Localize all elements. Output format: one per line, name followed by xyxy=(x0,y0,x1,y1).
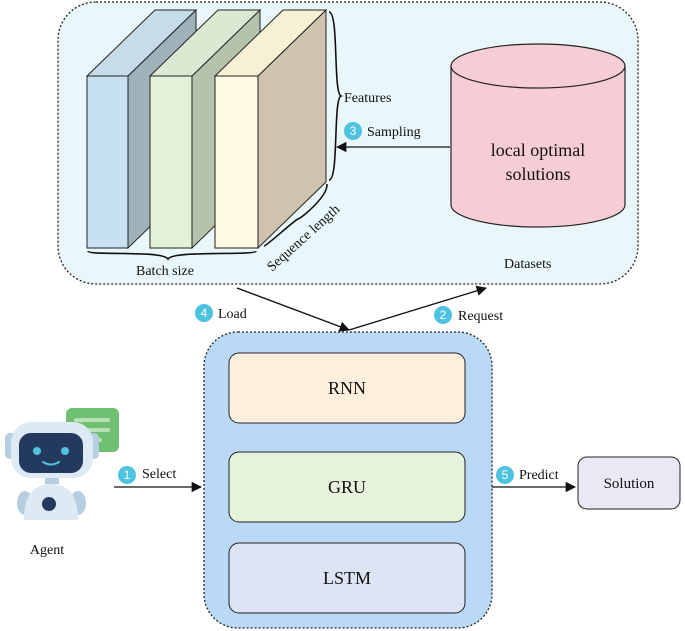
cylinder-top xyxy=(450,43,626,89)
rnn-box[interactable] xyxy=(228,352,466,424)
gru-label: GRU xyxy=(328,477,366,497)
step-5-label: Predict xyxy=(519,468,559,483)
robot-icon xyxy=(5,408,119,520)
load-arrow xyxy=(236,287,350,332)
step-2-number: 2 xyxy=(440,308,447,322)
slab-yellow-front xyxy=(214,75,259,249)
step-4-label: Load xyxy=(218,307,247,322)
batch-size-brace xyxy=(87,250,257,261)
request-arrow xyxy=(348,285,487,331)
features-label: Features xyxy=(344,91,391,106)
slab-green-front xyxy=(149,75,193,249)
step-3-number: 3 xyxy=(350,124,357,138)
solution-box[interactable] xyxy=(577,456,681,510)
cylinder-text-line1: local optimal xyxy=(491,140,585,160)
step-3-label: Sampling xyxy=(367,125,421,140)
step-3-badge xyxy=(344,122,362,140)
step-2-badge xyxy=(434,306,452,324)
step-2-label: Request xyxy=(458,309,503,324)
datasets-cylinder xyxy=(450,43,626,228)
lstm-box[interactable] xyxy=(228,542,466,614)
lstm-label: LSTM xyxy=(323,568,371,588)
step-4-number: 4 xyxy=(201,306,208,320)
features-brace xyxy=(328,11,344,181)
agent-label: Agent xyxy=(30,543,64,558)
batch-size-label: Batch size xyxy=(136,264,194,279)
sequence-length-brace xyxy=(263,183,328,247)
slab-blue-front xyxy=(86,75,129,249)
step-1-label: Select xyxy=(142,467,176,482)
cylinder-body xyxy=(450,66,626,228)
datasets-label: Datasets xyxy=(504,257,551,272)
rnn-label: RNN xyxy=(328,378,366,398)
step-4-badge xyxy=(195,304,213,322)
solution-label: Solution xyxy=(604,476,655,492)
step-5-badge xyxy=(496,466,514,484)
tensor-slabs xyxy=(85,8,328,250)
step-1-badge xyxy=(118,466,136,484)
step-5-number: 5 xyxy=(502,468,509,482)
gru-box[interactable] xyxy=(228,451,466,523)
step-1-number: 1 xyxy=(124,468,131,482)
cylinder-text-line2: solutions xyxy=(505,164,570,184)
